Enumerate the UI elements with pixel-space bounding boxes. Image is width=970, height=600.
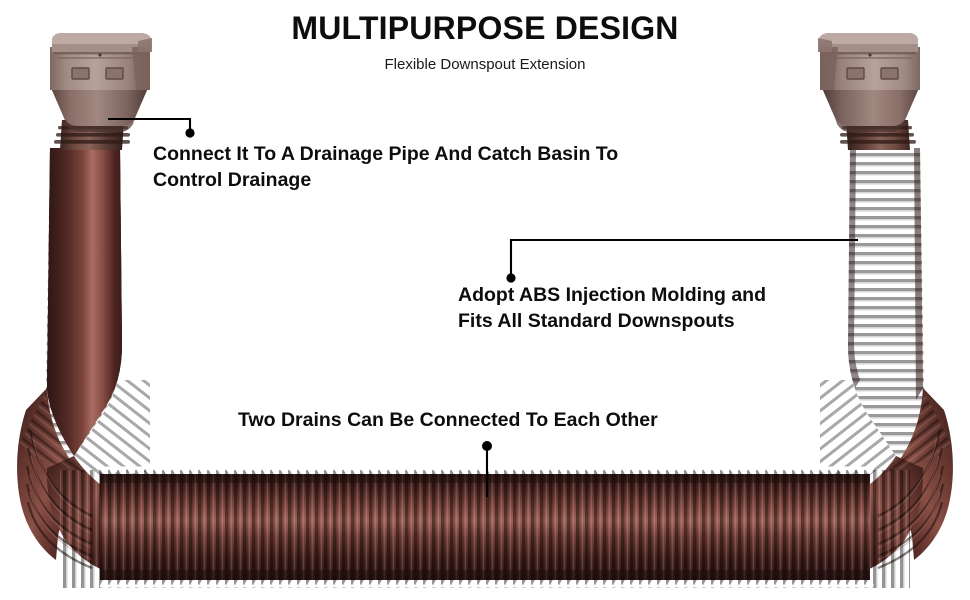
callout-text-3: Two Drains Can Be Connected To Each Othe… [238,409,658,431]
page-title: MULTIPURPOSE DESIGN [291,10,679,46]
left-connector-head [50,33,152,150]
bottom-horizontal-run [60,466,910,588]
page-subtitle: Flexible Downspout Extension [384,56,586,73]
callout-text-1: Connect It To A Drainage Pipe And Catch … [153,143,619,191]
right-connector-head [818,33,920,150]
callout-text-2: Adopt ABS Injection Molding and Fits All… [458,284,766,332]
